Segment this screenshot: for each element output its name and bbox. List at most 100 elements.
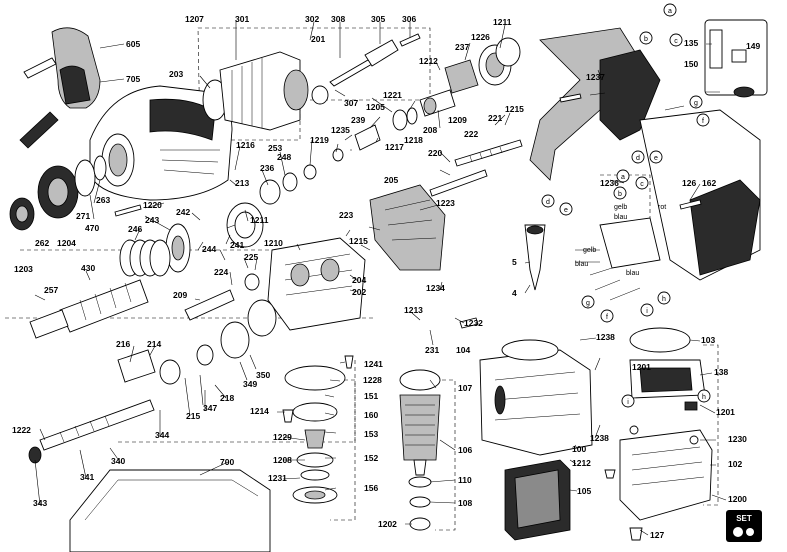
part-label: 156	[364, 483, 378, 493]
svg-text:c: c	[674, 38, 678, 45]
part-label: 341	[80, 472, 94, 482]
part-label: 343	[33, 498, 47, 508]
svg-text:blau: blau	[626, 270, 639, 277]
part-label: 305	[371, 14, 385, 24]
part-label: 301	[235, 14, 249, 24]
part-label: 340	[111, 456, 125, 466]
svg-text:f: f	[606, 314, 608, 321]
part-label: 1210	[264, 238, 283, 248]
part-label: 248	[277, 152, 291, 162]
part-label: 225	[244, 252, 258, 262]
part-label: 149	[746, 41, 760, 51]
carry-case	[69, 469, 271, 552]
part-label: 103	[701, 335, 715, 345]
part-label: 243	[145, 215, 159, 225]
part-label: 220	[428, 148, 442, 158]
part-label: 349	[243, 379, 257, 389]
brush-holder	[629, 327, 706, 411]
part-label: 306	[402, 14, 416, 24]
part-label: 1236	[600, 178, 619, 188]
part-label: 5	[512, 257, 517, 267]
part-label: 1218	[404, 135, 423, 145]
svg-text:rot: rot	[658, 204, 666, 211]
part-label: 700	[220, 457, 234, 467]
part-label: 214	[147, 339, 161, 349]
svg-text:gelb: gelb	[583, 247, 596, 254]
svg-text:blau: blau	[575, 261, 588, 268]
part-label: 218	[220, 393, 234, 403]
part-label: 204	[352, 275, 366, 285]
part-label: 107	[458, 383, 472, 393]
part-label: 208	[423, 125, 437, 135]
part-label: 1200	[728, 494, 747, 504]
armature	[399, 369, 441, 531]
part-label: 263	[96, 195, 110, 205]
tool-holder	[29, 279, 149, 339]
svg-text:SET: SET	[736, 514, 752, 523]
part-label: 108	[458, 498, 472, 508]
svg-text:i: i	[627, 399, 629, 406]
svg-text:d: d	[636, 155, 640, 162]
part-label: 1203	[14, 264, 33, 274]
part-label: 201	[311, 34, 325, 44]
part-label: 1238	[590, 433, 609, 443]
gear-wheel	[165, 202, 264, 273]
svg-text:a: a	[621, 174, 625, 181]
svg-text:h: h	[662, 296, 666, 303]
svg-text:a: a	[668, 8, 672, 15]
part-label: 1212	[572, 458, 591, 468]
part-label: 151	[364, 391, 378, 401]
part-label: 1223	[436, 198, 455, 208]
svg-text:f: f	[702, 118, 704, 125]
part-label: 215	[186, 411, 200, 421]
part-label: 202	[352, 287, 366, 297]
housing-cover	[369, 184, 446, 271]
part-label: 1213	[404, 305, 423, 315]
part-label: 100	[572, 444, 586, 454]
field-coil	[504, 459, 571, 541]
part-label: 104	[456, 345, 470, 355]
part-label: 1209	[448, 115, 467, 125]
part-label: 1231	[268, 473, 287, 483]
part-label: 705	[126, 74, 140, 84]
part-number-labels: 1207 301 302 308 305 306 1211 605 705 20…	[12, 14, 760, 540]
part-label: 262	[35, 238, 49, 248]
part-label: 150	[684, 59, 698, 69]
part-label: 216	[116, 339, 130, 349]
part-label: 152	[364, 453, 378, 463]
part-label: 224	[214, 267, 228, 277]
ring-set-right	[444, 37, 521, 94]
part-label: 242	[176, 207, 190, 217]
part-label: 209	[173, 290, 187, 300]
top-rods	[329, 33, 421, 87]
part-label: 347	[203, 403, 217, 413]
part-label: 253	[268, 143, 282, 153]
svg-text:i: i	[646, 308, 648, 315]
part-label: 1204	[57, 238, 76, 248]
svg-text:h: h	[702, 394, 706, 401]
part-label: 1228	[363, 375, 382, 385]
svg-text:b: b	[618, 191, 622, 198]
svg-text:g: g	[694, 100, 698, 107]
part-label: 344	[155, 430, 169, 440]
part-label: 350	[256, 370, 270, 380]
part-label: 1201	[632, 362, 651, 372]
part-label: 203	[169, 69, 183, 79]
part-label: 1241	[364, 359, 383, 369]
part-label: 1215	[505, 104, 524, 114]
part-label: 127	[650, 530, 664, 540]
part-label: 1216	[236, 140, 255, 150]
part-label: 1219	[310, 135, 329, 145]
part-label: 244	[202, 244, 216, 254]
part-label: 1226	[471, 32, 490, 42]
callout-markers: a b c d e f g a b c d e g f i h i h	[541, 3, 711, 408]
svg-text:blau: blau	[614, 214, 627, 221]
part-label: 1222	[12, 425, 31, 435]
svg-text:e: e	[654, 155, 658, 162]
part-label: 1201	[716, 407, 735, 417]
nose-parts	[9, 155, 107, 231]
part-label: 162	[702, 178, 716, 188]
svg-text:gelb: gelb	[614, 204, 627, 211]
part-label: 1217	[385, 142, 404, 152]
